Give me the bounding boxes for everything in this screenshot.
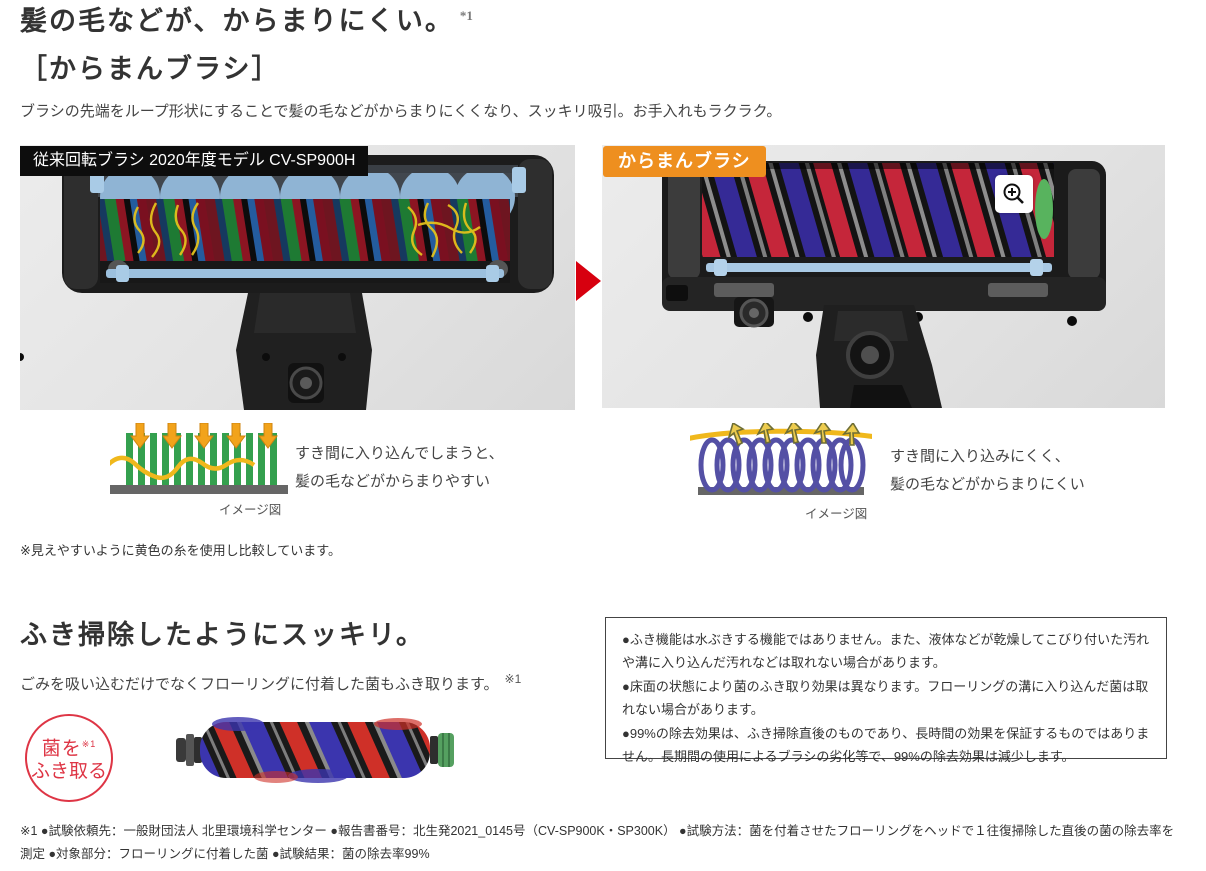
germ-wipe-stamp: 菌を※1 ふき取る	[25, 714, 113, 802]
before-image-note: イメージ図	[219, 503, 282, 517]
disclaimer-item: ●ふき機能は水ぶきする機能ではありません。また、液体などが乾燥してこびり付いた汚…	[622, 632, 1150, 671]
after-caption-line2: 髪の毛などがからまりにくい	[890, 476, 1085, 493]
comparison-note: ※見えやすいように黄色の糸を使用し比較しています。	[20, 543, 341, 558]
section1-heading-line1: 髪の毛などが、からまりにくい。 *1	[20, 8, 473, 35]
disclaimer-item: ●99%の除去効果は、ふき掃除直後のものであり、長時間の効果を保証するものではあ…	[622, 725, 1150, 764]
before-caption-line1: すき間に入り込んでしまうと、	[295, 445, 504, 462]
section2-heading: ふき掃除したようにスッキリ。	[20, 622, 425, 649]
after-product-image[interactable]: からまんブラシ	[602, 145, 1165, 408]
stamp-line1: 菌を※1	[41, 738, 97, 760]
disclaimer-item: ●床面の状態により菌のふき取り効果は異なります。フローリングの溝に入り込んだ菌は…	[622, 678, 1149, 718]
vacuum-head-after-illustration	[662, 161, 1106, 408]
after-loop-illustration	[685, 419, 877, 499]
after-label: からまんブラシ	[603, 146, 766, 177]
before-caption: すき間に入り込んでしまうと、 髪の毛などがからまりやすい	[295, 440, 504, 496]
footnote: ※1 ●試験依頼先：一般財団法人 北里環境科学センター ●報告書番号：北生発20…	[20, 824, 1175, 862]
after-caption-line1: すき間に入り込みにくく、	[890, 448, 1070, 465]
heading-text: 髪の毛などが、からまりにくい。	[20, 6, 454, 36]
before-label: 従来回転ブラシ 2020年度モデル CV-SP900H	[20, 146, 369, 176]
magnifier-plus-icon	[1003, 183, 1024, 204]
disclaimer-box: ●ふき機能は水ぶきする機能ではありません。また、液体などが乾燥してこびり付いた汚…	[605, 617, 1167, 764]
zoom-in-button[interactable]	[995, 175, 1033, 213]
section1-description: ブラシの先端をループ形状にすることで髪の毛などがからまりにくくなり、スッキリ吸引…	[20, 103, 782, 120]
description-text: ごみを吸い込むだけでなくフローリングに付着した菌もふき取ります。	[20, 676, 499, 693]
after-caption: すき間に入り込みにくく、 髪の毛などがからまりにくい	[890, 443, 1085, 499]
heading-text: ふき掃除したようにスッキリ。	[20, 620, 425, 650]
red-right-arrow-icon	[576, 261, 601, 301]
before-caption-line2: 髪の毛などがからまりやすい	[295, 473, 491, 490]
heading-footnote-marker: *1	[459, 8, 473, 23]
before-product-image: 従来回転ブラシ 2020年度モデル CV-SP900H	[16, 145, 575, 410]
before-bristle-illustration	[104, 422, 288, 499]
stamp-line2: ふき取る	[30, 760, 107, 782]
heading-text: ［からまんブラシ］	[20, 54, 281, 84]
brush-roller-image	[168, 710, 464, 790]
section2-description: ごみを吸い込むだけでなくフローリングに付着した菌もふき取ります。 ※1	[20, 672, 521, 694]
section1-heading-line2: ［からまんブラシ］	[20, 56, 280, 83]
description-footnote-marker: ※1	[504, 672, 522, 686]
after-image-note: イメージ図	[805, 507, 868, 521]
vacuum-head-before-illustration	[16, 155, 554, 410]
stamp-footnote-marker: ※1	[81, 739, 97, 750]
